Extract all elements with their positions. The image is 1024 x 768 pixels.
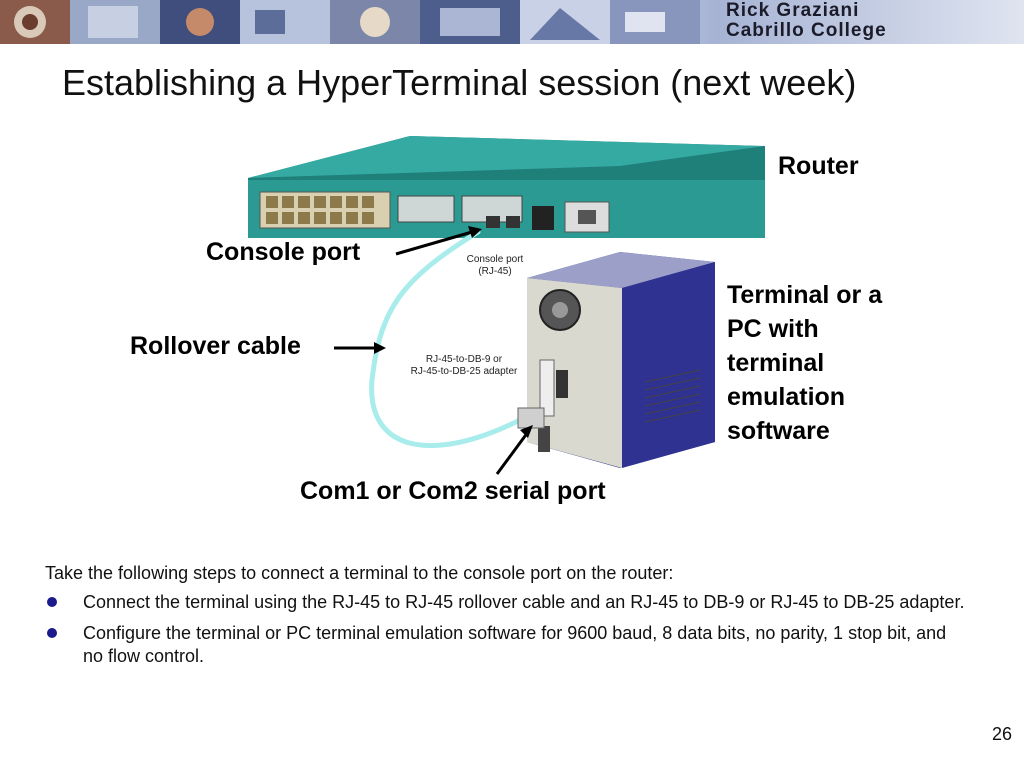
label-terminal-line-3: terminal — [727, 349, 825, 377]
steps-list: Connect the terminal using the RJ-45 to … — [45, 591, 965, 668]
intro-text: Take the following steps to connect a te… — [45, 563, 674, 583]
pointer-arrows — [334, 230, 530, 475]
label-console-port: Console port — [206, 238, 361, 266]
slide-body: Take the following steps to connect a te… — [45, 562, 965, 676]
banner-college: Cabrillo College — [726, 20, 887, 41]
label-terminal: Terminal or a PC with terminal emulation… — [727, 278, 927, 448]
connection-diagram: Router Console port Rollover cable Com1 … — [0, 120, 1024, 520]
label-terminal-line-5: software — [727, 417, 830, 445]
small-label-console-port-line-1: Console port — [466, 254, 524, 265]
label-terminal-line-4: emulation — [727, 383, 846, 411]
banner-photo-strip — [0, 0, 700, 44]
router-illustration — [248, 136, 765, 238]
banner-title: Rick Graziani Cabrillo College — [722, 0, 1024, 44]
step-text: Connect the terminal using the RJ-45 to … — [83, 592, 965, 612]
step-item: Configure the terminal or PC terminal em… — [45, 622, 965, 668]
small-label-adapter-line-2: RJ-45-to-DB-25 adapter — [410, 366, 518, 377]
adapter-plug — [517, 407, 545, 429]
label-terminal-line-2: PC with — [727, 315, 819, 343]
step-text: Configure the terminal or PC terminal em… — [83, 623, 947, 666]
bullet-dot-icon — [47, 597, 57, 607]
label-com-port: Com1 or Com2 serial port — [300, 477, 606, 505]
label-terminal-line-1: Terminal or a — [727, 281, 883, 309]
banner-author: Rick Graziani — [726, 0, 860, 21]
small-label-adapter: RJ-45-to-DB-9 or RJ-45-to-DB-25 adapter — [396, 354, 532, 378]
small-label-console-port: Console port (RJ-45) — [450, 254, 540, 278]
pc-illustration — [527, 252, 715, 468]
label-rollover-cable: Rollover cable — [130, 332, 301, 360]
label-router: Router — [778, 152, 859, 180]
page-number: 26 — [991, 724, 1012, 744]
step-item: Connect the terminal using the RJ-45 to … — [45, 591, 965, 614]
diagram-drawing — [248, 136, 765, 475]
small-label-adapter-line-1: RJ-45-to-DB-9 or — [425, 354, 503, 365]
rollover-cable — [369, 229, 523, 449]
header-banner: Rick Graziani Cabrillo College — [0, 0, 1024, 44]
bullet-dot-icon — [47, 628, 57, 638]
small-label-console-port-line-2: (RJ-45) — [478, 266, 512, 277]
slide-title: Establishing a HyperTerminal session (ne… — [62, 62, 857, 103]
